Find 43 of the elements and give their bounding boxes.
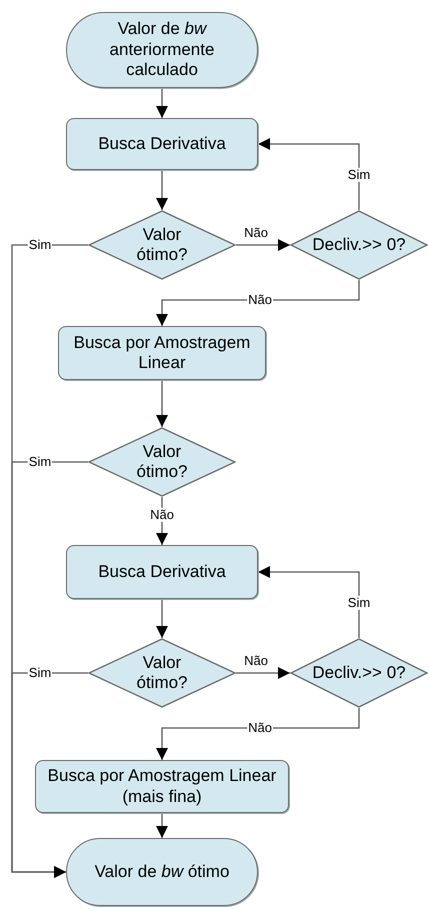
node-text: Busca Derivativa xyxy=(97,134,227,154)
node-text: Decliv.>> 0? xyxy=(311,662,407,684)
decision-diamond xyxy=(88,638,236,708)
arrow xyxy=(156,170,168,210)
node-text: Busca Derivativa xyxy=(97,562,227,582)
edge-label: Não xyxy=(243,654,269,668)
edge-label: Não xyxy=(247,292,273,308)
edge-label: Não xyxy=(243,226,269,240)
node-text: Decliv.>> 0? xyxy=(311,234,407,256)
node-text: Valor de bw anteriormente calculado xyxy=(108,19,216,81)
node-text: Valor de bw ótimo xyxy=(94,862,230,882)
decision-diamond xyxy=(88,210,236,280)
terminal-box xyxy=(66,838,258,906)
edge-label: Sim xyxy=(346,596,372,610)
arrow xyxy=(236,239,290,251)
arrow xyxy=(156,813,168,838)
decision-diamond xyxy=(290,210,428,280)
process-box xyxy=(35,760,289,813)
edge-label: Sim xyxy=(346,168,372,182)
node-text: Busca por Amostragem Linear xyxy=(72,332,252,374)
node-text: Valor ótimo? xyxy=(135,224,189,266)
arrow xyxy=(156,708,360,760)
edge-label: Sim xyxy=(28,666,52,680)
process-box xyxy=(58,326,266,380)
arrow xyxy=(258,566,360,638)
arrow xyxy=(156,280,360,326)
node-text: Valor ótimo? xyxy=(135,442,189,482)
arrow xyxy=(156,599,168,638)
edge-label: Não xyxy=(149,508,175,522)
edge-label: Sim xyxy=(28,454,52,470)
process-box xyxy=(66,118,258,170)
edge-label: Não xyxy=(247,720,273,736)
arrow xyxy=(236,667,290,679)
arrow xyxy=(156,88,168,118)
edge-label: Sim xyxy=(28,238,52,252)
node-text: Busca por Amostragem Linear (mais fina) xyxy=(46,766,278,807)
process-box xyxy=(66,545,258,599)
node-text: Valor ótimo? xyxy=(135,652,189,694)
arrow xyxy=(11,672,88,878)
decision-diamond xyxy=(290,638,428,708)
arrow xyxy=(258,138,360,210)
decision-diamond xyxy=(88,427,236,497)
arrow xyxy=(156,380,168,427)
